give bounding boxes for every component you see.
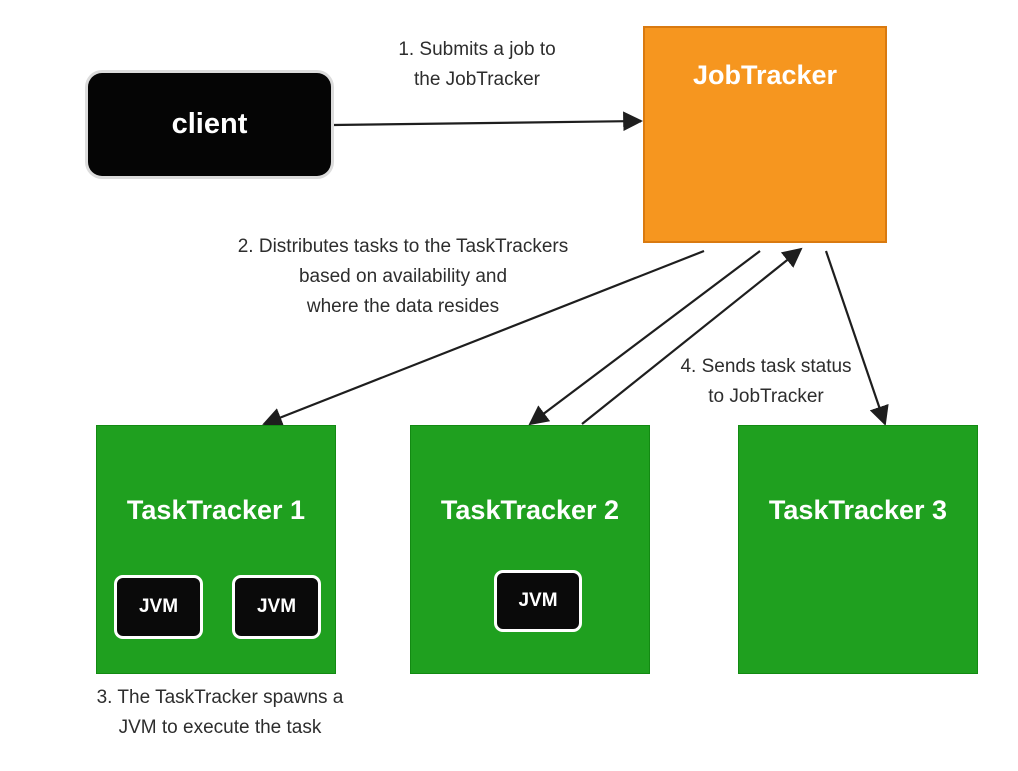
jvm-node: JVM (494, 570, 582, 632)
arrow-client-to-jobtracker (332, 111, 643, 132)
client-label: client (171, 108, 248, 140)
step-3-line: JVM to execute the task (118, 717, 322, 738)
step-2-note: 2. Distributes tasks to the TaskTrackers… (200, 232, 606, 322)
jvm-node: JVM (114, 575, 203, 639)
step-2-line: where the data resides (306, 296, 500, 317)
step-1-line: 1. Submits a job to (398, 39, 556, 60)
jvm-label: JVM (138, 596, 179, 617)
jvm-node: JVM (232, 575, 321, 639)
jvm-label: JVM (518, 590, 558, 611)
jobtracker-label: JobTracker (692, 60, 838, 90)
client-node: client (88, 73, 331, 176)
step-4-note: 4. Sends task status to JobTracker (658, 352, 874, 412)
step-3-line: 3. The TaskTracker spawns a (96, 687, 344, 708)
step-1-note: 1. Submits a job to the JobTracker (352, 35, 602, 95)
jvm-label: JVM (256, 596, 297, 617)
step-2-line: 2. Distributes tasks to the TaskTrackers (237, 236, 569, 257)
tasktracker-3-label: TaskTracker 3 (768, 495, 948, 525)
tasktracker-2-node (410, 425, 650, 674)
step-1-line: the JobTracker (413, 69, 540, 90)
step-4-line: 4. Sends task status (680, 356, 852, 377)
step-2-line: based on availability and (298, 266, 508, 287)
step-4-line: to JobTracker (708, 386, 824, 407)
jobtracker-node: JobTracker (643, 26, 887, 243)
step-3-note: 3. The TaskTracker spawns a JVM to execu… (40, 683, 400, 743)
tasktracker-1-label: TaskTracker 1 (126, 495, 306, 525)
tasktracker-2-label: TaskTracker 2 (440, 495, 620, 525)
tasktracker-3-node (738, 425, 978, 674)
